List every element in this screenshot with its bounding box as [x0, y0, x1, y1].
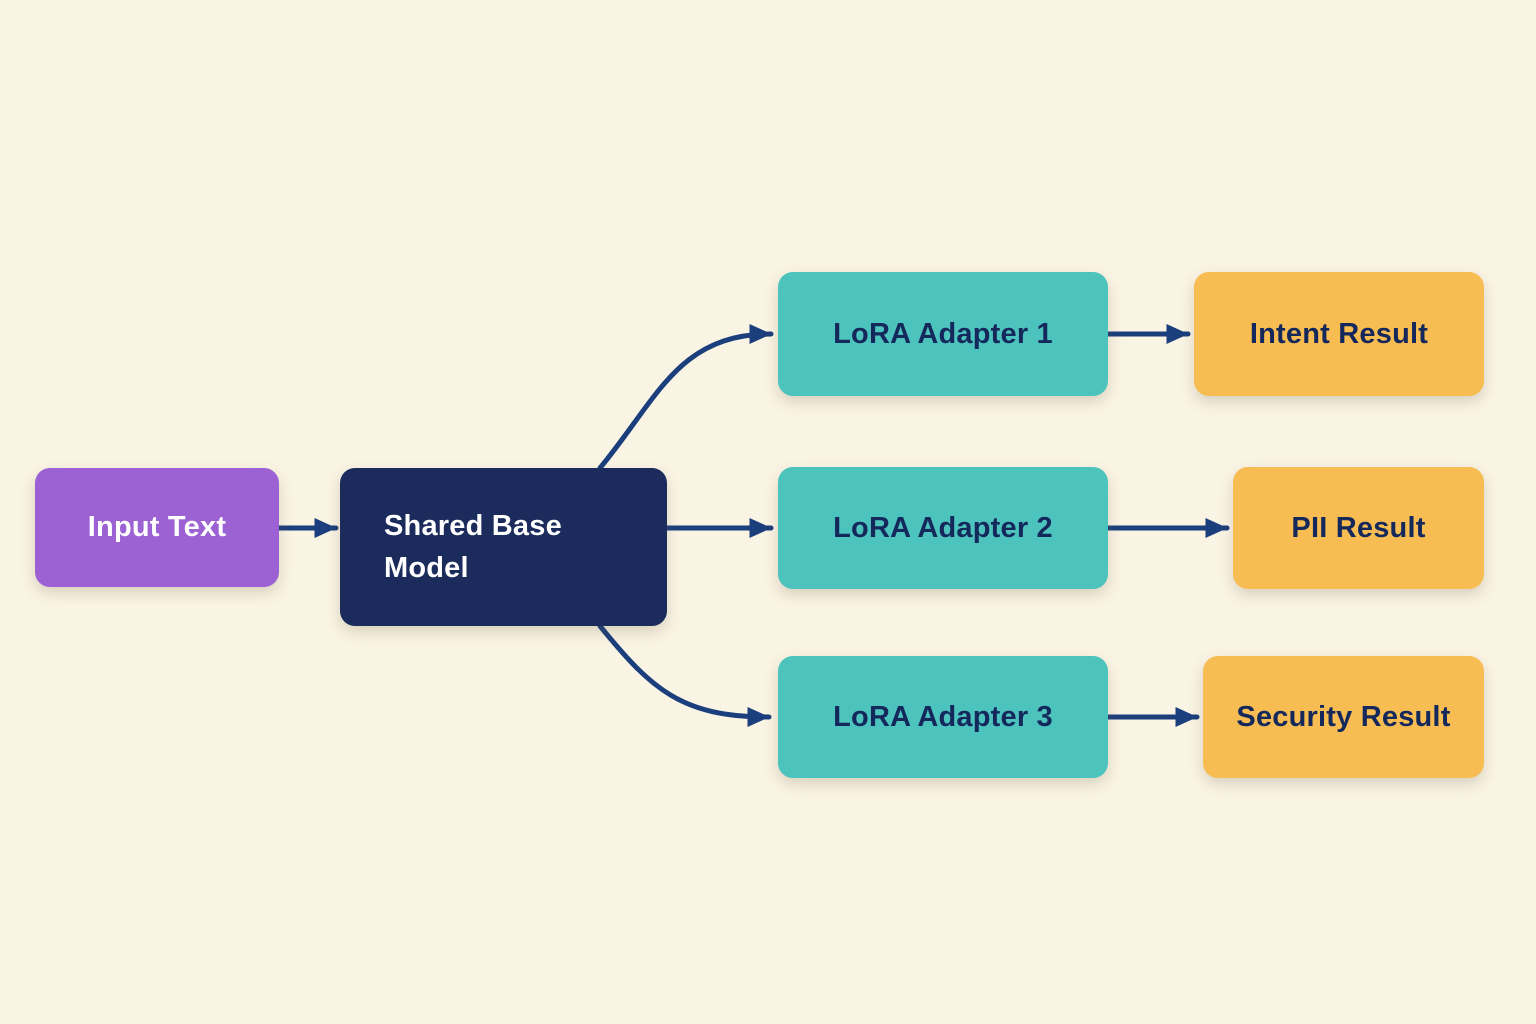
node-pii-result: PII Result — [1233, 467, 1484, 589]
node-pii-result-label: PII Result — [1291, 511, 1426, 544]
node-lora-adapter-3-label: LoRA Adapter 3 — [833, 700, 1053, 733]
node-input-text-label: Input Text — [87, 511, 227, 543]
node-lora-adapter-2-label: LoRA Adapter 2 — [833, 511, 1053, 544]
node-intent-result-label: Intent Result — [1249, 317, 1429, 350]
node-security-result: Security Result — [1203, 656, 1484, 778]
node-intent-result: Intent Result — [1194, 272, 1484, 396]
node-lora-adapter-2: LoRA Adapter 2 — [778, 467, 1108, 589]
node-input-text: Input Text — [35, 468, 279, 587]
node-lora-adapter-1-label: LoRA Adapter 1 — [833, 317, 1053, 350]
node-security-result-label: Security Result — [1236, 700, 1451, 733]
node-shared-base-model: Shared Base Model — [340, 468, 667, 626]
node-lora-adapter-1: LoRA Adapter 1 — [778, 272, 1108, 396]
edge-base-to-adapter3 — [597, 623, 772, 727]
node-shared-base-model-label: Shared Base Model — [384, 509, 562, 584]
node-lora-adapter-3: LoRA Adapter 3 — [778, 656, 1108, 778]
edge-base-to-adapter1 — [597, 324, 774, 471]
